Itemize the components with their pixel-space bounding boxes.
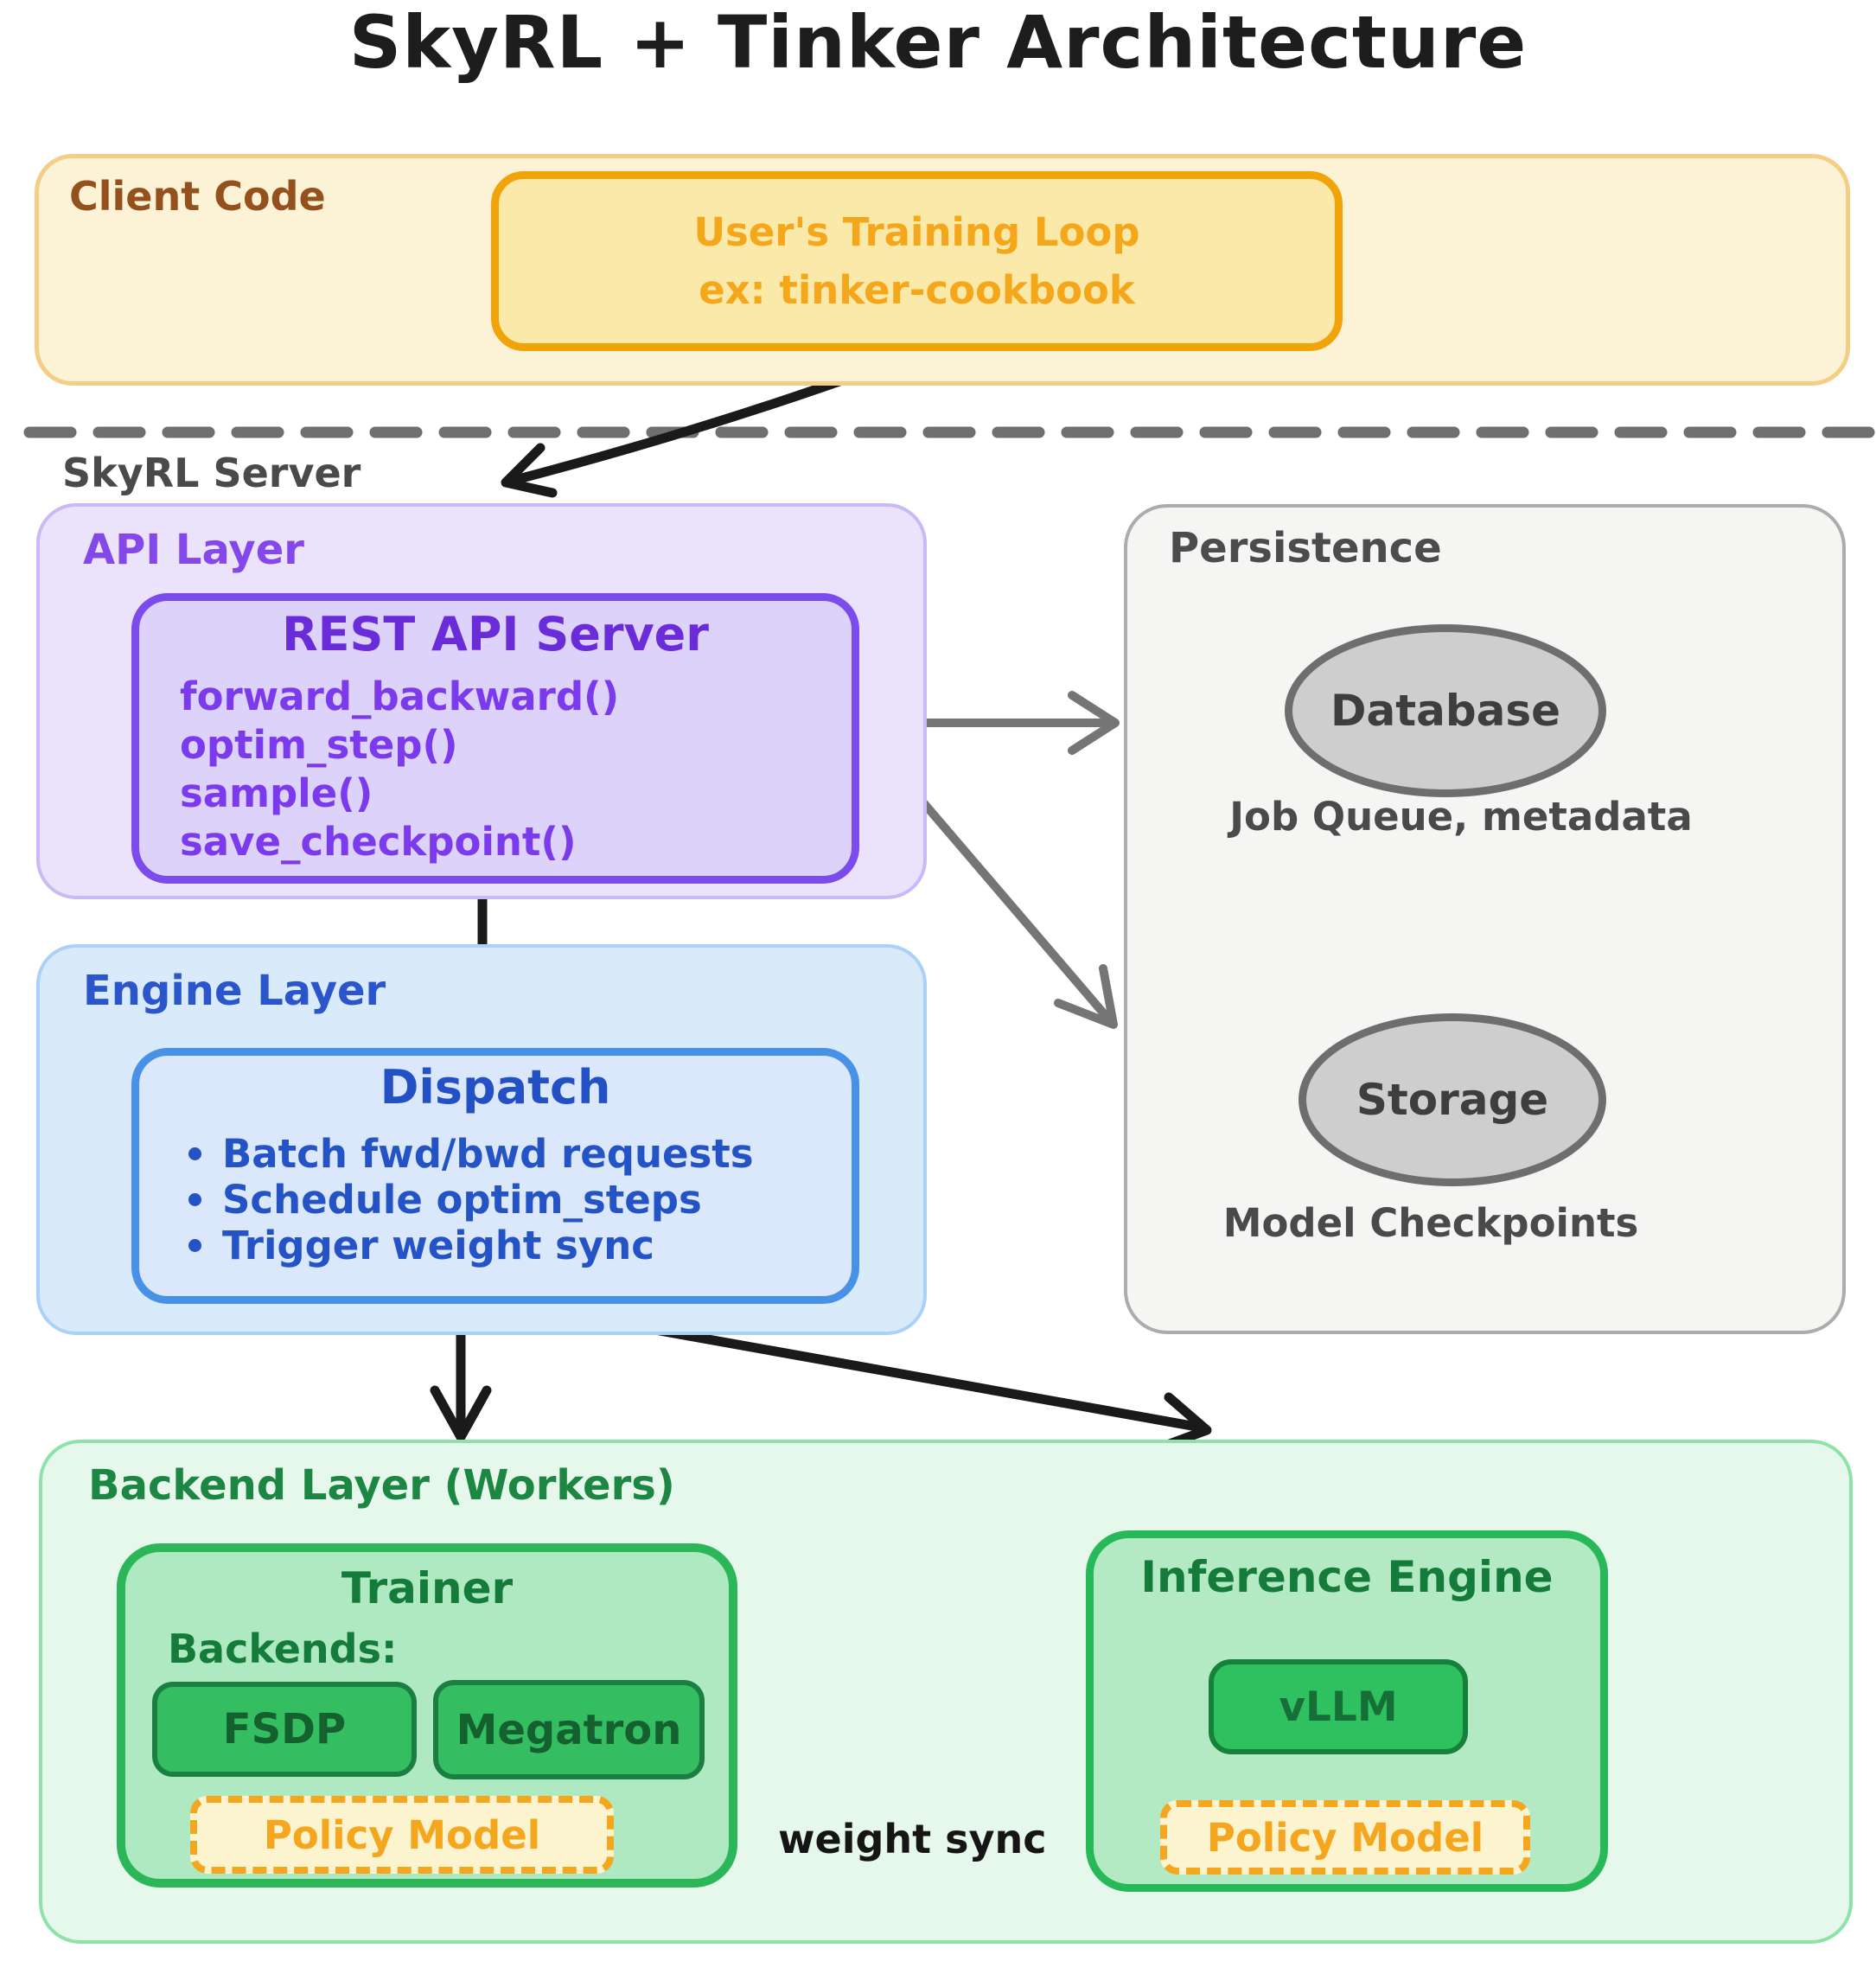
bullet-dot-icon	[188, 1239, 201, 1252]
trainer-policy-model-label: Policy Model	[263, 1811, 541, 1858]
weight-sync-label: weight sync	[769, 1816, 1056, 1862]
dispatch-bullet-text: Schedule optim_steps	[222, 1177, 702, 1223]
rest-api-server-title: REST API Server	[282, 607, 709, 661]
dispatch-bullet: Trigger weight sync	[188, 1223, 754, 1268]
trainer-policy-model-box: Policy Model	[190, 1796, 614, 1874]
diagram-title: SkyRL + Tinker Architecture	[348, 0, 1528, 85]
rest-method: sample()	[180, 770, 373, 816]
rest-method: optim_step()	[180, 722, 458, 768]
rest-api-server-box	[131, 593, 859, 884]
client-code-label: Client Code	[69, 173, 326, 220]
vllm-label: vLLM	[1279, 1683, 1398, 1731]
rest-method: forward_backward()	[180, 674, 620, 719]
database-label: Database	[1330, 686, 1561, 736]
fsdp-backend-chip: FSDP	[152, 1682, 417, 1777]
megatron-backend-chip: Megatron	[433, 1680, 705, 1779]
persistence-label: Persistence	[1169, 524, 1442, 572]
dispatch-box	[131, 1048, 859, 1304]
dispatch-title: Dispatch	[380, 1060, 611, 1115]
inference-policy-model-label: Policy Model	[1206, 1814, 1484, 1861]
dispatch-bullet: Schedule optim_steps	[188, 1177, 754, 1223]
storage-label: Storage	[1356, 1075, 1549, 1125]
dispatch-bullet: Batch fwd/bwd requests	[188, 1131, 754, 1177]
megatron-label: Megatron	[456, 1705, 682, 1754]
backend-layer-label: Backend Layer (Workers)	[88, 1461, 675, 1510]
database-ellipse: Database	[1285, 624, 1606, 797]
dispatch-bullet-text: Batch fwd/bwd requests	[222, 1131, 754, 1177]
inference-engine-title: Inference Engine	[1140, 1552, 1554, 1602]
vllm-chip: vLLM	[1209, 1659, 1468, 1754]
engine-layer-label: Engine Layer	[83, 967, 386, 1015]
bullet-dot-icon	[188, 1193, 201, 1206]
rest-method: save_checkpoint()	[180, 819, 577, 865]
api-layer-label: API Layer	[83, 526, 304, 574]
trainer-backends-label: Backends:	[168, 1626, 398, 1672]
training-loop-line2: ex: tinker-cookbook	[699, 267, 1135, 313]
skyrl-server-label: SkyRL Server	[62, 450, 361, 496]
training-loop-line1: User's Training Loop	[693, 209, 1140, 255]
user-training-loop-box: User's Training Loop ex: tinker-cookbook	[491, 171, 1343, 351]
database-caption: Job Queue, metadata	[1229, 794, 1693, 840]
inference-policy-model-box: Policy Model	[1160, 1800, 1530, 1875]
fsdp-label: FSDP	[222, 1705, 347, 1753]
storage-caption: Model Checkpoints	[1222, 1200, 1639, 1246]
rest-api-methods-list: forward_backward() optim_step() sample()…	[180, 673, 619, 866]
dispatch-bullets-list: Batch fwd/bwd requests Schedule optim_st…	[188, 1131, 754, 1268]
dispatch-bullet-text: Trigger weight sync	[222, 1223, 654, 1268]
trainer-title: Trainer	[341, 1563, 514, 1613]
storage-ellipse: Storage	[1299, 1013, 1606, 1186]
bullet-dot-icon	[188, 1147, 201, 1160]
